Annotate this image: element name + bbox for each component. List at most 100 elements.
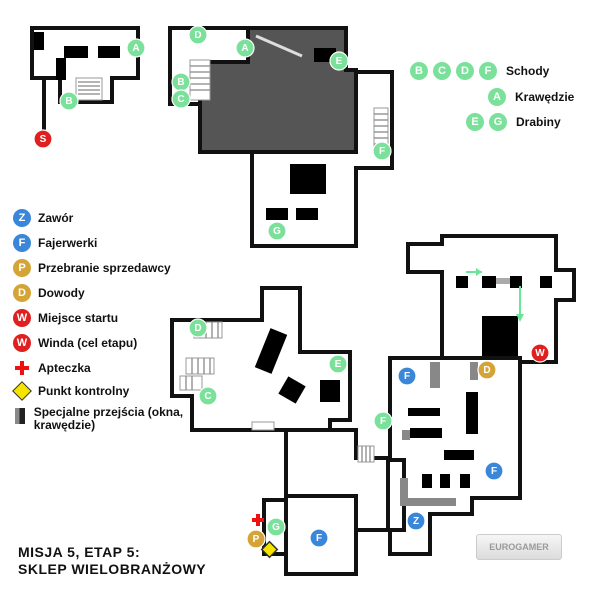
map-marker-b-icon: B <box>59 91 79 111</box>
ladder-e-badge-icon: E <box>466 113 484 131</box>
stairs-top-center <box>189 59 211 101</box>
building-top-center <box>168 26 394 248</box>
edges-a-badge-icon: A <box>488 88 506 106</box>
legend-row-evidence: D Dowody <box>12 283 85 303</box>
svg-text:D: D <box>483 365 490 376</box>
svg-text:Z: Z <box>413 516 419 527</box>
special-passage-icon <box>14 408 25 424</box>
map-marker-d-icon: D <box>188 318 208 338</box>
legend-label-medkit: Apteczka <box>38 361 91 375</box>
map-marker-a-icon: A <box>126 38 146 58</box>
building-top-left <box>30 26 140 132</box>
svg-text:F: F <box>491 466 497 477</box>
ladder-g-badge-icon: G <box>489 113 507 131</box>
checkpoint-diamond-icon <box>12 381 32 401</box>
start-badge-icon: W <box>13 309 31 327</box>
stairs-top-left <box>75 77 103 101</box>
stairs-bottom-center <box>251 421 375 463</box>
legend-row-special: Specjalne przejścia (okna, krawędzie) <box>12 406 202 438</box>
legend-label-valve: Zawór <box>38 211 74 225</box>
stairs-d-badge-icon: D <box>456 62 474 80</box>
svg-text:F: F <box>404 371 410 382</box>
stairs-c-badge-icon: C <box>433 62 451 80</box>
legend-label-elevator: Winda (cel etapu) <box>38 336 138 350</box>
map-marker-e-icon: E <box>329 51 349 71</box>
disguise-badge-icon: P <box>13 259 31 277</box>
svg-text:D: D <box>194 323 201 334</box>
stairs-f-badge-icon: F <box>479 62 497 80</box>
transit-label-edges: Krawędzie <box>515 90 575 104</box>
building-right <box>406 234 576 364</box>
map-marker-z-icon: Z <box>406 511 426 531</box>
map-marker-c-icon: C <box>171 89 191 109</box>
transit-row-edges: A Krawędzie <box>488 86 574 108</box>
svg-text:P: P <box>253 534 260 545</box>
transit-row-ladders: E G Drabiny <box>466 111 561 133</box>
legend-label-start: Miejsce startu <box>38 311 119 325</box>
transit-row-stairs: B C D F Schody <box>410 60 549 82</box>
building-bottom-right <box>388 356 522 556</box>
map-title: MISJA 5, ETAP 5: SKLEP WIELOBRANŻOWY <box>18 544 206 578</box>
map-marker-e-icon: E <box>328 354 348 374</box>
transit-label-ladders: Drabiny <box>516 115 561 129</box>
legend-row-valve: Z Zawór <box>12 208 73 228</box>
eurogamer-watermark: EUROGAMER <box>476 534 562 560</box>
svg-text:F: F <box>316 533 322 544</box>
transit-label-stairs: Schody <box>506 64 550 78</box>
map-marker-f-icon: F <box>372 141 392 161</box>
map-marker-b-icon: B <box>171 72 191 92</box>
svg-text:S: S <box>40 134 47 145</box>
medkit-cross-icon <box>15 361 29 375</box>
map-marker-f-icon: F <box>484 461 504 481</box>
map-marker-d-icon: D <box>188 25 208 45</box>
svg-text:A: A <box>132 43 139 54</box>
svg-text:G: G <box>273 226 281 237</box>
legend-row-start: W Miejsce startu <box>12 308 118 328</box>
legend-row-disguise: P Przebranie sprzedawcy <box>12 258 171 278</box>
legend-row-elevator: W Winda (cel etapu) <box>12 333 137 353</box>
map-marker-s-icon: S <box>33 129 53 149</box>
svg-text:W: W <box>535 348 545 359</box>
elevator-badge-icon: W <box>13 334 31 352</box>
svg-text:C: C <box>204 391 211 402</box>
map-title-line-2: SKLEP WIELOBRANŻOWY <box>18 561 207 577</box>
map-marker-g-icon: G <box>266 517 286 537</box>
stairs-b-badge-icon: B <box>410 62 428 80</box>
map-marker-c-icon: C <box>198 386 218 406</box>
svg-text:G: G <box>272 522 280 533</box>
map-marker-g-icon: G <box>267 221 287 241</box>
svg-text:E: E <box>335 359 342 370</box>
map-marker-w-icon: W <box>530 343 550 363</box>
map-title-line-1: MISJA 5, ETAP 5: <box>18 544 141 560</box>
map-marker-p-icon: P <box>246 529 266 549</box>
legend-label-checkpoint: Punkt kontrolny <box>38 384 130 398</box>
svg-text:A: A <box>241 43 248 54</box>
map-marker-a-icon: A <box>235 38 255 58</box>
map-marker-f-icon: F <box>309 528 329 548</box>
svg-text:F: F <box>379 146 385 157</box>
legend-row-medkit: Apteczka <box>12 358 91 378</box>
checkpoint-diamond-icon <box>260 540 279 559</box>
evidence-badge-icon: D <box>13 284 31 302</box>
legend-label-disguise: Przebranie sprzedawcy <box>38 261 171 275</box>
valve-badge-icon: Z <box>13 209 31 227</box>
legend-label-evidence: Dowody <box>38 286 85 300</box>
map-marker-d-icon: D <box>477 360 497 380</box>
legend-label-special: Specjalne przejścia (okna, krawędzie) <box>33 405 184 432</box>
legend-row-checkpoint: Punkt kontrolny <box>12 381 129 401</box>
fireworks-badge-icon: F <box>13 234 31 252</box>
legend-row-fireworks: F Fajerwerki <box>12 233 97 253</box>
svg-text:B: B <box>177 77 184 88</box>
svg-text:E: E <box>336 56 343 67</box>
svg-text:C: C <box>177 94 184 105</box>
map-marker-f-icon: F <box>373 411 393 431</box>
legend-label-fireworks: Fajerwerki <box>38 236 98 250</box>
svg-text:D: D <box>194 30 201 41</box>
svg-text:F: F <box>380 416 386 427</box>
svg-text:B: B <box>65 96 72 107</box>
map-marker-f-icon: F <box>397 366 417 386</box>
medkit-cross-icon <box>252 514 264 526</box>
